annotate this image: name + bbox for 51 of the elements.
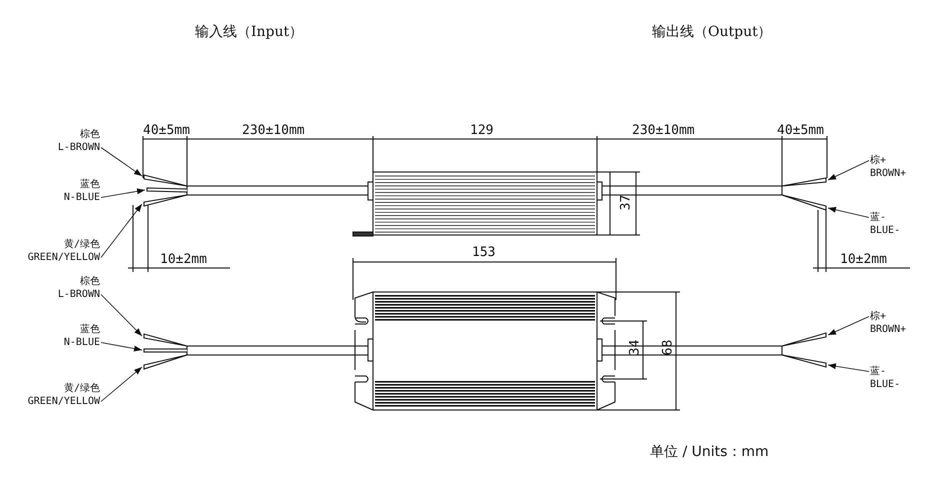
section-title: 输出线（Output） xyxy=(652,26,772,39)
wire-code-label: N-BLUE xyxy=(64,336,100,349)
wire xyxy=(782,177,826,186)
dimension-label: 153 xyxy=(472,246,496,259)
wire-colour-label: 黄/绿色 xyxy=(64,382,100,395)
leader-line xyxy=(100,204,142,258)
wire xyxy=(782,194,826,211)
leader-line xyxy=(828,363,870,372)
wire xyxy=(144,333,188,346)
dimension-label: 10±2mm xyxy=(160,253,207,266)
wire xyxy=(782,354,826,368)
wire xyxy=(144,194,188,207)
wire-colour-label: 棕色 xyxy=(80,275,100,288)
leader-line xyxy=(100,366,142,402)
dimension-label: 129 xyxy=(470,124,494,137)
wire-code-label: L-BROWN xyxy=(58,141,100,154)
wire-code-label: BROWN+ xyxy=(870,323,906,336)
leader-line xyxy=(100,147,142,176)
leader-line xyxy=(100,294,142,336)
leader-line xyxy=(828,316,870,336)
wire xyxy=(144,348,188,352)
wire-colour-label: 蓝- xyxy=(870,211,886,224)
wire-colour-label: 棕+ xyxy=(870,154,886,167)
wire-code-label: BROWN+ xyxy=(870,167,906,180)
leader-line xyxy=(100,342,142,352)
dimension-label: 10±2mm xyxy=(840,253,887,266)
leader-line xyxy=(828,206,870,218)
units-note: 单位 / Units：mm xyxy=(650,446,769,459)
wire xyxy=(782,332,826,346)
dimension-label: 40±5mm xyxy=(143,124,190,137)
wire-code-label: L-BROWN xyxy=(58,288,100,301)
wire-colour-label: 蓝- xyxy=(870,365,886,378)
wire-colour-label: 蓝色 xyxy=(80,323,100,336)
dimension-label: 37 xyxy=(619,194,632,210)
wire-colour-label: 棕+ xyxy=(870,310,886,323)
wire-colour-label: 黄/绿色 xyxy=(64,238,100,251)
dimension-label: 230±10mm xyxy=(242,124,305,137)
dimension-label: 230±10mm xyxy=(632,124,695,137)
wire-colour-label: 蓝色 xyxy=(80,178,100,191)
dimension-label: 40±5mm xyxy=(777,124,824,137)
section-title: 输入线（Input） xyxy=(195,26,304,39)
dimension-label: 34 xyxy=(628,340,642,356)
leader-line xyxy=(828,160,870,180)
wire-colour-label: 棕色 xyxy=(80,128,100,141)
leader-line xyxy=(100,188,146,198)
wire-code-label: BLUE- xyxy=(870,378,900,391)
wire-code-label: GREEN/YELLOW xyxy=(28,395,100,408)
wire xyxy=(144,354,188,370)
wire-code-label: BLUE- xyxy=(870,224,900,237)
wire-code-label: N-BLUE xyxy=(64,191,100,204)
wire-code-label: GREEN/YELLOW xyxy=(28,251,100,264)
